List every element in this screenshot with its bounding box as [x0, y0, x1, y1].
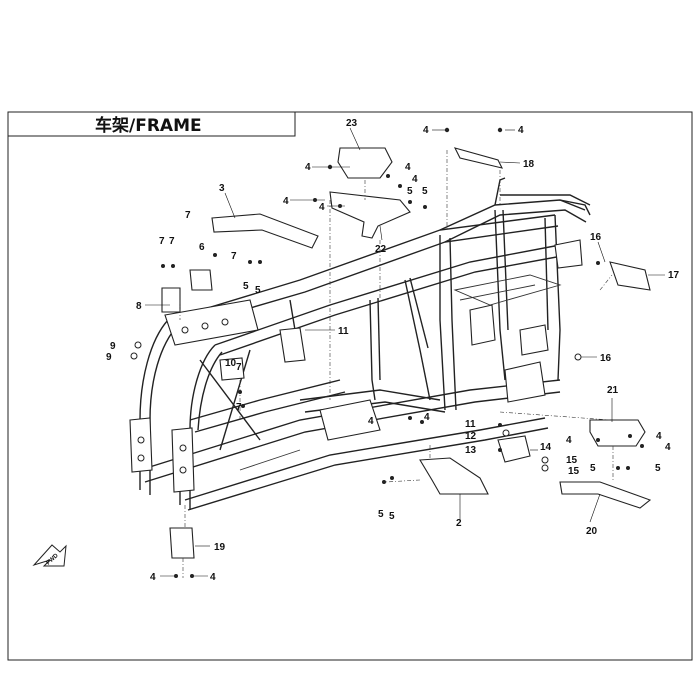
callout-4: 4 — [665, 442, 671, 453]
callout-12: 12 — [465, 431, 477, 442]
callout-5: 5 — [243, 281, 249, 292]
part-3-stay — [211, 213, 319, 249]
callout-7: 7 — [159, 236, 165, 247]
callout-4: 4 — [210, 572, 216, 583]
callout-4: 4 — [283, 196, 289, 207]
callout-11: 11 — [465, 419, 476, 430]
callout-7: 7 — [236, 402, 242, 413]
callout-4: 4 — [566, 435, 572, 446]
callout-5: 5 — [389, 511, 395, 522]
part-2-stay — [419, 457, 489, 495]
callout-5: 5 — [255, 285, 261, 296]
part-23-bracket — [337, 147, 393, 179]
diagram-title: 车架/FRAME — [95, 115, 202, 136]
callout-8: 8 — [136, 301, 142, 312]
main-frame — [129, 177, 591, 511]
part-14-bracket — [497, 435, 531, 463]
callout-14: 14 — [540, 442, 552, 453]
callout-16: 16 — [590, 232, 602, 243]
callout-4: 4 — [305, 162, 311, 173]
part-20-stay — [559, 481, 652, 509]
callout-11: 11 — [338, 326, 349, 337]
part-19-bracket — [169, 527, 195, 559]
diagram-border — [7, 111, 693, 661]
fasteners — [130, 127, 644, 578]
callout-3: 3 — [219, 183, 225, 194]
callout-5: 5 — [422, 186, 428, 197]
part-6-bracket — [189, 269, 213, 291]
callout-4: 4 — [423, 125, 429, 136]
callout-4: 4 — [319, 202, 325, 213]
part-17-bracket — [609, 261, 651, 291]
part-10-bracket — [219, 357, 245, 381]
callout-17: 17 — [668, 270, 680, 281]
callout-19: 19 — [214, 542, 226, 553]
title-box — [8, 111, 296, 137]
part-22-support — [329, 191, 411, 239]
callout-21: 21 — [607, 385, 619, 396]
callout-6: 6 — [199, 242, 205, 253]
callout-16: 16 — [600, 353, 612, 364]
part-21-mount — [589, 419, 646, 447]
callout-4: 4 — [150, 572, 156, 583]
callout-4: 4 — [656, 431, 662, 442]
callout-15: 15 — [568, 466, 580, 477]
callout-7: 7 — [169, 236, 175, 247]
part-8-plate — [161, 287, 181, 313]
callout-9: 9 — [110, 341, 116, 352]
callout-7: 7 — [185, 210, 191, 221]
alignment-lines — [179, 150, 614, 578]
front-direction-arrow: FWD — [32, 544, 67, 567]
callout-4: 4 — [518, 125, 524, 136]
callout-4: 4 — [424, 412, 430, 423]
callout-15: 15 — [566, 455, 578, 466]
callout-labels: 23 4 4 18 4 4 4 5 5 3 4 4 7 22 16 17 7 7… — [106, 118, 680, 583]
callout-2: 2 — [456, 518, 462, 529]
part-18-bracket — [453, 147, 504, 169]
callout-13: 13 — [465, 445, 477, 456]
callout-5: 5 — [655, 463, 661, 474]
callout-23: 23 — [346, 118, 358, 129]
callout-18: 18 — [523, 159, 535, 170]
callout-5: 5 — [590, 463, 596, 474]
callout-20: 20 — [586, 526, 598, 537]
callout-7: 7 — [236, 362, 242, 373]
callout-5: 5 — [378, 509, 384, 520]
callout-22: 22 — [375, 244, 387, 255]
callout-10: 10 — [225, 358, 237, 369]
callout-7: 7 — [231, 251, 237, 262]
callout-4: 4 — [368, 416, 374, 427]
callout-4: 4 — [405, 162, 411, 173]
callout-5: 5 — [407, 186, 413, 197]
leader-lines — [145, 127, 665, 577]
callout-4: 4 — [412, 174, 418, 185]
callout-9: 9 — [106, 352, 112, 363]
